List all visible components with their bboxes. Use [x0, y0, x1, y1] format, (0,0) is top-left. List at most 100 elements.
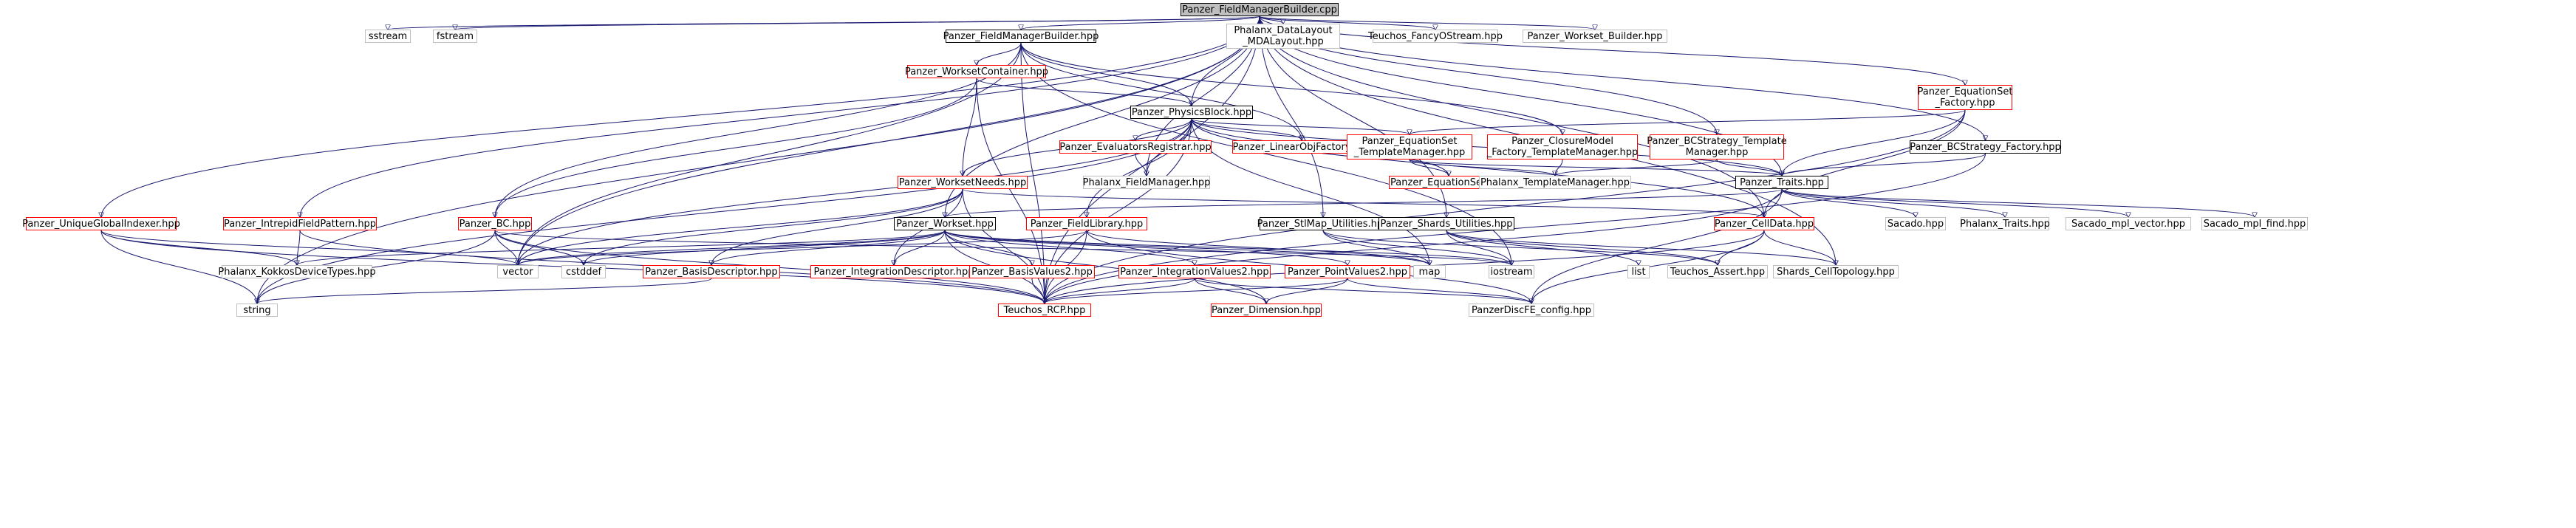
- edge-workset-to-vector: [518, 230, 946, 265]
- node-workset[interactable]: Panzer_Workset.hpp: [894, 217, 996, 230]
- node-phalanx-tm[interactable]: Phalanx_TemplateManager.hpp: [1479, 176, 1631, 189]
- edge-stlmap-to-teuchos_assert: [1322, 230, 1718, 265]
- edge-uniq_idx-to-kokkos: [100, 230, 297, 265]
- edge-bcs_tm-to-phalanx_tm: [1555, 159, 1718, 176]
- edge-pointvalues-to-dimension: [1266, 278, 1348, 304]
- node-fstream[interactable]: fstream: [433, 30, 477, 43]
- node-worksetneeds[interactable]: Panzer_WorksetNeeds.hpp: [898, 176, 1028, 189]
- node-cstddef[interactable]: cstddef: [561, 265, 606, 278]
- edge-traits-to-teuchos_rcp: [1045, 188, 1783, 304]
- node-fieldlib[interactable]: Panzer_FieldLibrary.hpp: [1026, 217, 1147, 230]
- edge-root-to-fmb_hpp: [1021, 16, 1260, 30]
- edge-traits-to-discfe: [1531, 188, 1783, 304]
- edge-root-to-string: [257, 16, 1260, 304]
- edge-fmb_hpp-to-teuchos_rcp: [1020, 42, 1045, 304]
- edge-workset-to-kokkos: [297, 230, 946, 265]
- edge-bcs_tm-to-traits: [1716, 159, 1782, 176]
- node-list[interactable]: list: [1627, 265, 1650, 278]
- node-uniq-idx[interactable]: Panzer_UniqueGlobalIndexer.hpp: [22, 217, 180, 230]
- node-vector[interactable]: vector: [497, 265, 539, 278]
- node-traits[interactable]: Panzer_Traits.hpp: [1735, 176, 1828, 189]
- node-eqset-factory[interactable]: Panzer_EquationSet _Factory.hpp: [1917, 85, 2013, 110]
- node-integvalues[interactable]: Panzer_IntegrationValues2.hpp: [1118, 265, 1271, 278]
- edge-integvalues-to-dimension: [1194, 278, 1266, 304]
- node-eqset[interactable]: Panzer_EquationSet.hpp: [1389, 176, 1509, 189]
- edge-bc-to-string: [257, 230, 496, 304]
- edge-eqset_tm-to-traits: [1409, 159, 1782, 176]
- node-bcs-factory[interactable]: Panzer_BCStrategy_Factory.hpp: [1910, 140, 2061, 154]
- edge-workset-to-basisvalues: [944, 230, 1032, 265]
- node-teuchos-rcp[interactable]: Teuchos_RCP.hpp: [998, 304, 1091, 317]
- edge-pointvalues-to-teuchos_rcp: [1045, 278, 1348, 304]
- edge-workset-to-integvalues: [944, 230, 1195, 265]
- node-dimension[interactable]: Panzer_Dimension.hpp: [1211, 304, 1322, 317]
- edge-eqset_tm-to-eqset: [1409, 159, 1449, 176]
- node-map[interactable]: map: [1413, 265, 1446, 278]
- node-sacado-mpl-find[interactable]: Sacado_mpl_find.hpp: [2201, 217, 2308, 230]
- node-eqset-tm[interactable]: Panzer_EquationSet _TemplateManager.hpp: [1347, 134, 1472, 160]
- node-kokkos[interactable]: Phalanx_KokkosDeviceTypes.hpp: [218, 265, 376, 278]
- edge-fieldlib-to-vector: [518, 230, 1087, 265]
- node-string[interactable]: string: [236, 304, 278, 317]
- edge-eqset_factory-to-teuchos_rcp: [1045, 109, 1966, 304]
- node-teuchos-fancy[interactable]: Teuchos_FancyOStream.hpp: [1367, 30, 1503, 43]
- node-stlmap[interactable]: Panzer_StlMap_Utilities.hpp: [1257, 217, 1390, 230]
- edge-integvalues-to-discfe: [1194, 278, 1531, 304]
- node-shards-ct[interactable]: Shards_CellTopology.hpp: [1773, 265, 1899, 278]
- edge-shards_util-to-shards_ct: [1446, 230, 1836, 265]
- edge-eqset_factory-to-celldata: [1764, 109, 1966, 217]
- node-integ-desc[interactable]: Panzer_IntegrationDescriptor.hpp: [810, 265, 977, 278]
- node-celldata[interactable]: Panzer_CellData.hpp: [1714, 217, 1814, 230]
- edge-fmb_hpp-to-physics_block: [1020, 42, 1192, 106]
- edge-eqset_tm-to-phalanx_tm: [1409, 159, 1555, 176]
- edge-shards_util-to-list: [1446, 230, 1639, 265]
- edge-physics_block-to-traits: [1191, 118, 1782, 176]
- node-eval-registrar[interactable]: Panzer_EvaluatorsRegistrar.hpp: [1059, 140, 1212, 154]
- edge-celldata-to-shards_ct: [1763, 230, 1836, 265]
- node-basis-desc[interactable]: Panzer_BasisDescriptor.hpp: [643, 265, 780, 278]
- edge-root-to-eqset_factory: [1259, 16, 1965, 85]
- edge-root-to-celldata: [1259, 16, 1764, 217]
- edge-traits-to-sacado_mpl_vec: [1781, 188, 2128, 217]
- edge-shards_util-to-iostream: [1446, 230, 1511, 265]
- node-sacado-mpl-vec[interactable]: Sacado_mpl_vector.hpp: [2066, 217, 2191, 230]
- edge-basis_desc-to-string: [257, 278, 712, 304]
- edge-shards_util-to-teuchos_assert: [1446, 230, 1718, 265]
- edge-traits-to-sacado_mpl_find: [1781, 188, 2255, 217]
- node-fmb-hpp[interactable]: Panzer_FieldManagerBuilder.hpp: [943, 30, 1099, 43]
- node-sacado[interactable]: Sacado.hpp: [1885, 217, 1946, 230]
- node-teuchos-assert[interactable]: Teuchos_Assert.hpp: [1667, 265, 1768, 278]
- node-linobj[interactable]: Panzer_LinearObjFactory.hpp: [1232, 140, 1371, 154]
- node-closure-tm[interactable]: Panzer_ClosureModel _Factory_TemplateMan…: [1486, 134, 1639, 160]
- node-bc[interactable]: Panzer_BC.hpp: [458, 217, 532, 230]
- edge-workset-to-basis_desc: [711, 230, 946, 265]
- node-phalanx-traits[interactable]: Phalanx_Traits.hpp: [1960, 217, 2050, 230]
- edge-eqset_factory-to-eqset_tm: [1410, 109, 1966, 134]
- node-phalanx-fm[interactable]: Phalanx_FieldManager.hpp: [1082, 176, 1211, 189]
- edge-root-to-fstream: [455, 16, 1260, 30]
- node-workset-builder[interactable]: Panzer_Workset_Builder.hpp: [1523, 30, 1667, 43]
- edge-integvalues-to-teuchos_rcp: [1045, 278, 1195, 304]
- edge-uniq_idx-to-vector: [100, 230, 518, 265]
- edge-fmb_hpp-to-vector: [518, 42, 1022, 265]
- node-pointvalues[interactable]: Panzer_PointValues2.hpp: [1285, 265, 1410, 278]
- node-intrepid-fp[interactable]: Panzer_IntrepidFieldPattern.hpp: [223, 217, 377, 230]
- edge-bc-to-iostream: [494, 230, 1511, 265]
- node-basisvalues[interactable]: Panzer_BasisValues2.hpp: [969, 265, 1095, 278]
- node-physics-block[interactable]: Panzer_PhysicsBlock.hpp: [1130, 106, 1253, 119]
- node-iostream[interactable]: iostream: [1489, 265, 1534, 278]
- node-bcs-tm[interactable]: Panzer_BCStrategy_Template Manager.hpp: [1647, 134, 1787, 160]
- node-discfe[interactable]: PanzerDiscFE_config.hpp: [1469, 304, 1594, 317]
- node-sstream[interactable]: sstream: [365, 30, 411, 43]
- edge-bcs_factory-to-traits: [1782, 153, 1986, 176]
- node-phalanx-dl[interactable]: Phalanx_DataLayout _MDALayout.hpp: [1226, 24, 1340, 49]
- edge-traits-to-phalanx_traits: [1781, 188, 2005, 217]
- edge-stlmap-to-map: [1322, 230, 1429, 265]
- edge-root-to-teuchos_rcp: [1045, 16, 1260, 304]
- node-workset-container[interactable]: Panzer_WorksetContainer.hpp: [904, 65, 1049, 78]
- node-shards-util[interactable]: Panzer_Shards_Utilities.hpp: [1378, 217, 1514, 230]
- edge-root-to-uniq_idx: [101, 16, 1260, 217]
- node-root[interactable]: Panzer_FieldManagerBuilder.cpp: [1181, 3, 1339, 16]
